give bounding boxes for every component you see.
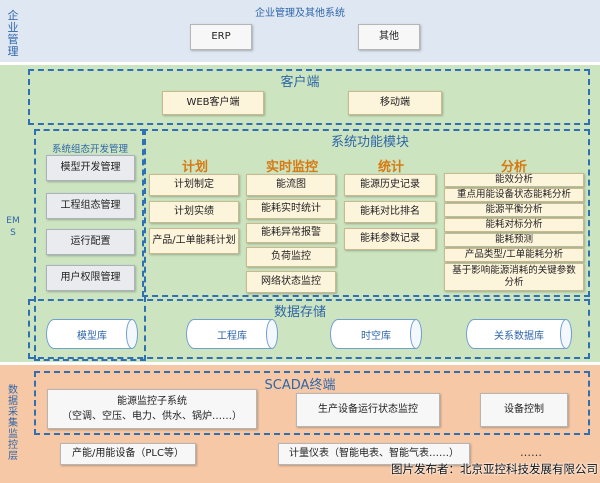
storage-section xyxy=(28,299,590,359)
scada-side-label: 数据采集监控层 xyxy=(8,385,18,462)
monitor-box-1: 能流图 xyxy=(246,174,336,196)
plc-devices-box: 产能/用能设备（PLC等） xyxy=(60,443,196,465)
stats-box-3: 能耗参数记录 xyxy=(344,228,436,250)
mobile-client-box: 移动端 xyxy=(348,91,442,115)
analysis-box-3: 能源平衡分析 xyxy=(444,203,584,217)
monitor-box-2: 能耗实时统计 xyxy=(246,199,336,219)
function-title: 系统功能模块 xyxy=(330,135,409,150)
enterprise-side-label: 企业管理 xyxy=(7,9,19,58)
erp-box: ERP xyxy=(190,24,252,50)
analysis-box-4: 能耗对标分析 xyxy=(444,218,584,232)
project-db-cylinder: 工程库 xyxy=(186,319,278,349)
analysis-box-2: 重点用能设备状态能耗分析 xyxy=(444,188,584,202)
web-client-box: WEB客户端 xyxy=(162,91,264,115)
enterprise-title: 企业管理及其他系统 xyxy=(255,8,345,19)
client-section xyxy=(28,69,590,125)
runtime-config-box: 运行配置 xyxy=(46,229,135,255)
scada-title: SCADA终端 xyxy=(264,378,336,393)
analysis-box-6: 产品类型/工单能耗分析 xyxy=(444,248,584,262)
energy-subsystem-box: 能源监控子系统 （空调、空压、电力、供水、锅炉……） xyxy=(47,389,257,429)
analysis-box-5: 能耗预测 xyxy=(444,233,584,247)
user-permission-box: 用户权限管理 xyxy=(46,265,135,291)
watermark: 图片发布者：北京亚控科技发展有限公司 xyxy=(391,462,598,476)
ellipsis-text: …… xyxy=(520,446,542,459)
spatiotemporal-db-cylinder: 时空库 xyxy=(330,319,422,349)
energy-subsystem-detail: （空调、空压、电力、供水、锅炉……） xyxy=(62,410,242,422)
other-system-box: 其他 xyxy=(358,24,420,50)
meters-box: 计量仪表（智能电表、智能气表……） xyxy=(278,443,470,465)
client-title: 客户端 xyxy=(280,75,320,90)
analysis-box-1: 能效分析 xyxy=(444,173,584,187)
scada-section xyxy=(34,371,590,435)
plan-box-1: 计划制定 xyxy=(149,174,239,196)
stats-box-1: 能源历史记录 xyxy=(344,174,436,196)
model-dev-box: 模型开发管理 xyxy=(46,155,135,181)
enterprise-layer: 企业管理 企业管理及其他系统 ERP 其他 xyxy=(0,0,600,62)
storage-title: 数据存储 xyxy=(273,305,326,320)
plan-box-2: 计划实绩 xyxy=(149,201,239,223)
monitor-box-3: 能耗异常报警 xyxy=(246,223,336,243)
config-section xyxy=(34,129,146,361)
analysis-box-7: 基于影响能源消耗的关键参数分析 xyxy=(444,263,584,291)
analysis-title: 分析 xyxy=(500,160,527,175)
relational-db-cylinder: 关系数据库 xyxy=(466,319,572,349)
ems-side-label: EMS xyxy=(6,216,20,238)
device-control-box: 设备控制 xyxy=(480,393,568,427)
monitor-box-5: 网络状态监控 xyxy=(246,271,336,293)
function-section xyxy=(142,129,590,297)
ems-layer: EMS 客户端 WEB客户端 移动端 系统组态开发管理 模型开发管理 工程组态管… xyxy=(0,65,600,362)
scada-layer: 数据采集监控层 SCADA终端 能源监控子系统 （空调、空压、电力、供水、锅炉…… xyxy=(0,365,600,483)
config-title: 系统组态开发管理 xyxy=(51,144,128,155)
stats-title: 统计 xyxy=(377,160,404,175)
model-db-cylinder: 模型库 xyxy=(46,319,138,349)
stats-box-2: 能耗对比排名 xyxy=(344,201,436,223)
production-monitor-box: 生产设备运行状态监控 xyxy=(296,393,440,427)
plan-title: 计划 xyxy=(181,160,208,175)
energy-subsystem-title: 能源监控子系统 xyxy=(117,395,187,407)
project-config-box: 工程组态管理 xyxy=(46,193,135,219)
monitor-box-4: 负荷监控 xyxy=(246,247,336,267)
plan-box-3: 产品/工单能耗计划 xyxy=(149,228,239,254)
monitor-title: 实时监控 xyxy=(265,160,318,175)
